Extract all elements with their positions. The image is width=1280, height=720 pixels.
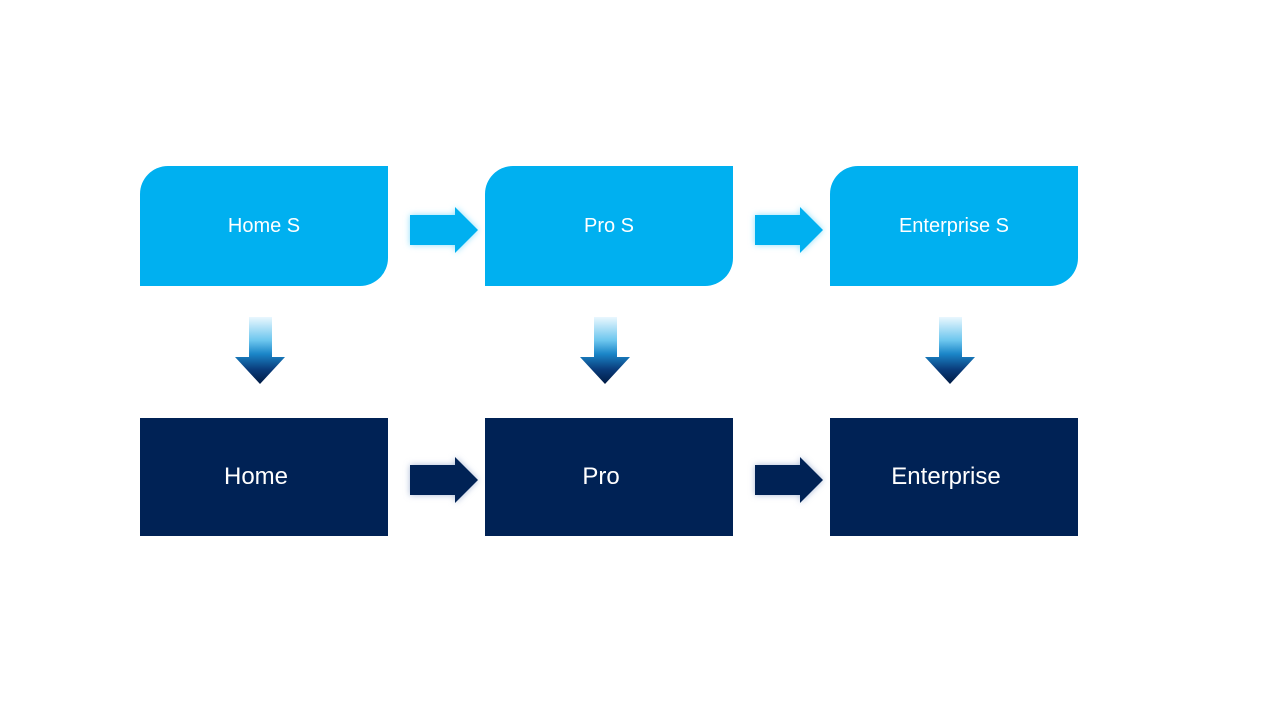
right-arrow-icon bbox=[755, 457, 823, 503]
node-pro-s: Pro S bbox=[485, 166, 733, 286]
node-label: Pro S bbox=[583, 214, 635, 237]
node-home-s: Home S bbox=[140, 166, 388, 286]
right-arrow-icon bbox=[410, 207, 478, 253]
node-enterprise: Enterprise bbox=[830, 418, 1078, 536]
right-arrow-icon bbox=[755, 207, 823, 253]
node-label: Pro bbox=[582, 463, 620, 490]
down-arrow-icon bbox=[580, 317, 630, 384]
node-label: Enterprise bbox=[891, 463, 1001, 490]
node-label: Home bbox=[223, 463, 289, 490]
node-label: Enterprise S bbox=[898, 214, 1010, 237]
node-label: Home S bbox=[227, 214, 301, 237]
right-arrow-icon bbox=[410, 457, 478, 503]
node-home: Home bbox=[140, 418, 388, 536]
down-arrow-icon bbox=[925, 317, 975, 384]
node-enterprise-s: Enterprise S bbox=[830, 166, 1078, 286]
node-pro: Pro bbox=[485, 418, 733, 536]
down-arrow-icon bbox=[235, 317, 285, 384]
